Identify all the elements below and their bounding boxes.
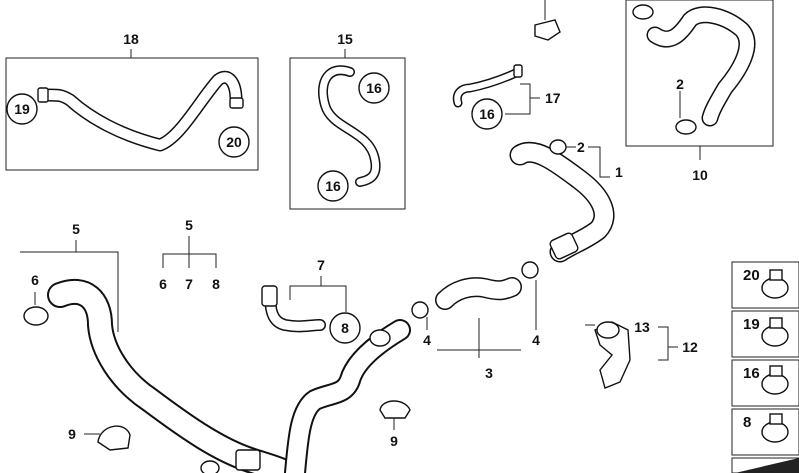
lower-connectors — [200, 449, 261, 473]
thumb-19-label: 19 — [743, 316, 760, 333]
label-16-a: 16 — [366, 80, 382, 96]
group-9-left: 9 — [68, 425, 131, 451]
callout-8 — [329, 312, 361, 344]
label-9-a: 9 — [68, 426, 76, 442]
callout-20 — [218, 126, 250, 158]
bracket-13 — [594, 321, 631, 389]
group-3: 4 4 3 — [411, 261, 540, 381]
label-9-b: 9 — [390, 433, 398, 449]
label-7: 7 — [317, 257, 325, 273]
label-8-b: 8 — [212, 276, 220, 292]
group-12: 13 12 — [585, 319, 698, 389]
group-5-left: 5 6 — [20, 221, 293, 473]
callout-16-c — [471, 98, 503, 130]
label-4-b: 4 — [532, 332, 540, 348]
group-1: 2 1 — [509, 139, 623, 263]
thumb-19: 19 — [731, 310, 799, 358]
label-18: 18 — [123, 31, 139, 47]
thumb-8-label: 8 — [743, 414, 751, 431]
label-8: 8 — [341, 320, 349, 336]
label-6-b: 6 — [159, 276, 167, 292]
label-1: 1 — [615, 164, 623, 180]
hose-1 — [509, 139, 615, 263]
label-7-b: 7 — [185, 276, 193, 292]
thumbnail-column: 20 19 16 8 — [731, 261, 799, 473]
label-13: 13 — [634, 319, 650, 335]
group-17: 16 17 — [452, 64, 561, 130]
label-3: 3 — [485, 365, 493, 381]
label-20: 20 — [226, 134, 242, 150]
hose-central — [284, 319, 411, 473]
label-2-a: 2 — [577, 139, 585, 155]
hose-3 — [411, 261, 539, 319]
thumb-20: 20 — [731, 261, 799, 309]
thumb-16: 16 — [731, 359, 799, 407]
label-6-a: 6 — [31, 272, 39, 288]
thumb-tail-wedge — [735, 458, 799, 473]
label-16-b: 16 — [325, 178, 341, 194]
group-18: 18 19 20 — [5, 31, 259, 171]
hose-5 — [23, 278, 293, 473]
label-17: 17 — [545, 90, 561, 106]
group-5-tree: 5 6 7 8 — [159, 217, 220, 292]
thumb-16-label: 16 — [743, 365, 760, 382]
callout-19 — [6, 93, 38, 125]
pipe-7 — [261, 285, 326, 333]
callout-16-b — [317, 170, 349, 202]
label-16-c: 16 — [479, 106, 495, 122]
group-15-box — [289, 57, 406, 210]
group-15: 15 16 16 — [289, 31, 406, 210]
label-4-a: 4 — [423, 332, 431, 348]
label-5-a: 5 — [72, 221, 80, 237]
hose-17 — [452, 64, 523, 108]
thumb-8: 8 — [731, 408, 799, 456]
top-clip — [534, 0, 561, 41]
hose-15 — [318, 65, 381, 187]
group-9-right: 9 — [379, 400, 411, 449]
label-2-b: 2 — [676, 76, 684, 92]
thumb-20-label: 20 — [743, 267, 760, 284]
callout-16-a — [358, 72, 390, 104]
label-19: 19 — [14, 101, 30, 117]
label-15: 15 — [337, 31, 353, 47]
group-10: 10 2 — [625, 0, 774, 183]
label-12: 12 — [682, 339, 698, 355]
hose-18 — [37, 70, 244, 152]
group-7: 7 8 — [261, 257, 361, 344]
hose-10 — [632, 4, 756, 135]
group-18-box — [5, 57, 259, 171]
label-5-b: 5 — [185, 217, 193, 233]
label-10: 10 — [692, 167, 708, 183]
